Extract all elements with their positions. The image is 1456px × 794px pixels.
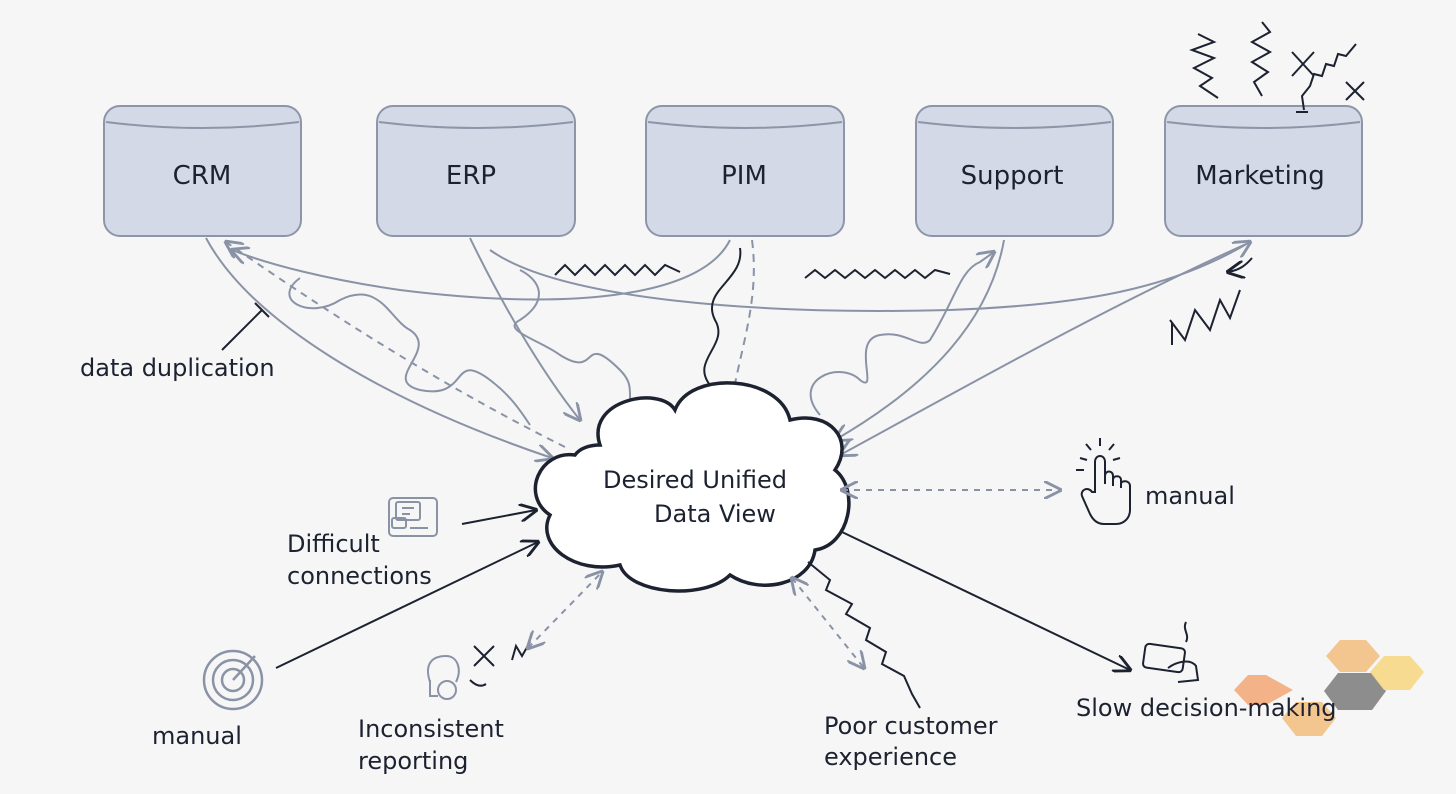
poor-experience-dashed-arrow [792, 578, 864, 668]
poor-experience-zigzag [807, 561, 921, 709]
label-slow-decision: Slow decision-making [1076, 694, 1337, 722]
pim-to-cloud-dashed [731, 239, 755, 401]
chaos-scribbles [1189, 21, 1365, 113]
label-difficult-line2: connections [287, 562, 432, 590]
slow-decision-arrow [841, 531, 1130, 670]
hand-pointer-icon [1076, 438, 1131, 525]
erp-to-marketing-arc [489, 242, 1250, 312]
crm-to-cloud-arrow [205, 237, 552, 458]
system-label-pim: PIM [721, 161, 767, 191]
label-inconsistent-line2: reporting [358, 747, 468, 775]
unified-data-cloud: Desired Unified Data View [533, 381, 851, 593]
system-label-support: Support [961, 161, 1064, 191]
label-data-duplication: data duplication [80, 354, 275, 382]
data-duplication-pointer [221, 302, 270, 351]
label-poor-line2: experience [824, 743, 957, 771]
connector-lines [205, 237, 1250, 458]
pim-to-crm-arc [232, 239, 731, 301]
crm-squiggle [288, 277, 531, 426]
marketing-to-cloud-arrow [840, 243, 1247, 455]
label-inconsistent-line1: Inconsistent [358, 715, 504, 743]
system-support: Support [915, 105, 1114, 237]
cloud-to-support-squiggle [809, 252, 994, 416]
plug-icon [388, 497, 438, 537]
system-marketing: Marketing [1164, 105, 1363, 237]
system-label-erp: ERP [446, 161, 496, 191]
inconsistent-scribbles [469, 641, 531, 687]
noise-scribbles [554, 247, 1253, 386]
difficult-connections-arrow [461, 510, 536, 525]
cloud-title-line1: Desired Unified [603, 466, 787, 494]
system-pim: PIM [645, 105, 845, 237]
system-erp: ERP [376, 105, 576, 237]
erp-squiggle [513, 269, 641, 421]
system-crm: CRM [103, 105, 302, 237]
label-difficult-line1: Difficult [287, 530, 380, 558]
hexagon-cluster [1234, 640, 1424, 736]
label-manual-left: manual [152, 722, 242, 750]
label-poor-line1: Poor customer [824, 712, 998, 740]
headset-icon [427, 654, 460, 700]
system-label-crm: CRM [173, 161, 232, 191]
inconsistent-reporting-dashed-arrow [528, 572, 602, 648]
target-icon [202, 649, 264, 711]
manual-left-arrow [275, 542, 538, 669]
cloud-title-line2: Data View [654, 500, 776, 528]
hand-tablet-icon [1142, 621, 1200, 683]
label-manual-right: manual [1145, 482, 1235, 510]
cloud-to-crm-dashed-arrow [226, 242, 566, 448]
system-label-marketing: Marketing [1195, 161, 1325, 191]
support-to-cloud-arrow [835, 239, 1005, 440]
